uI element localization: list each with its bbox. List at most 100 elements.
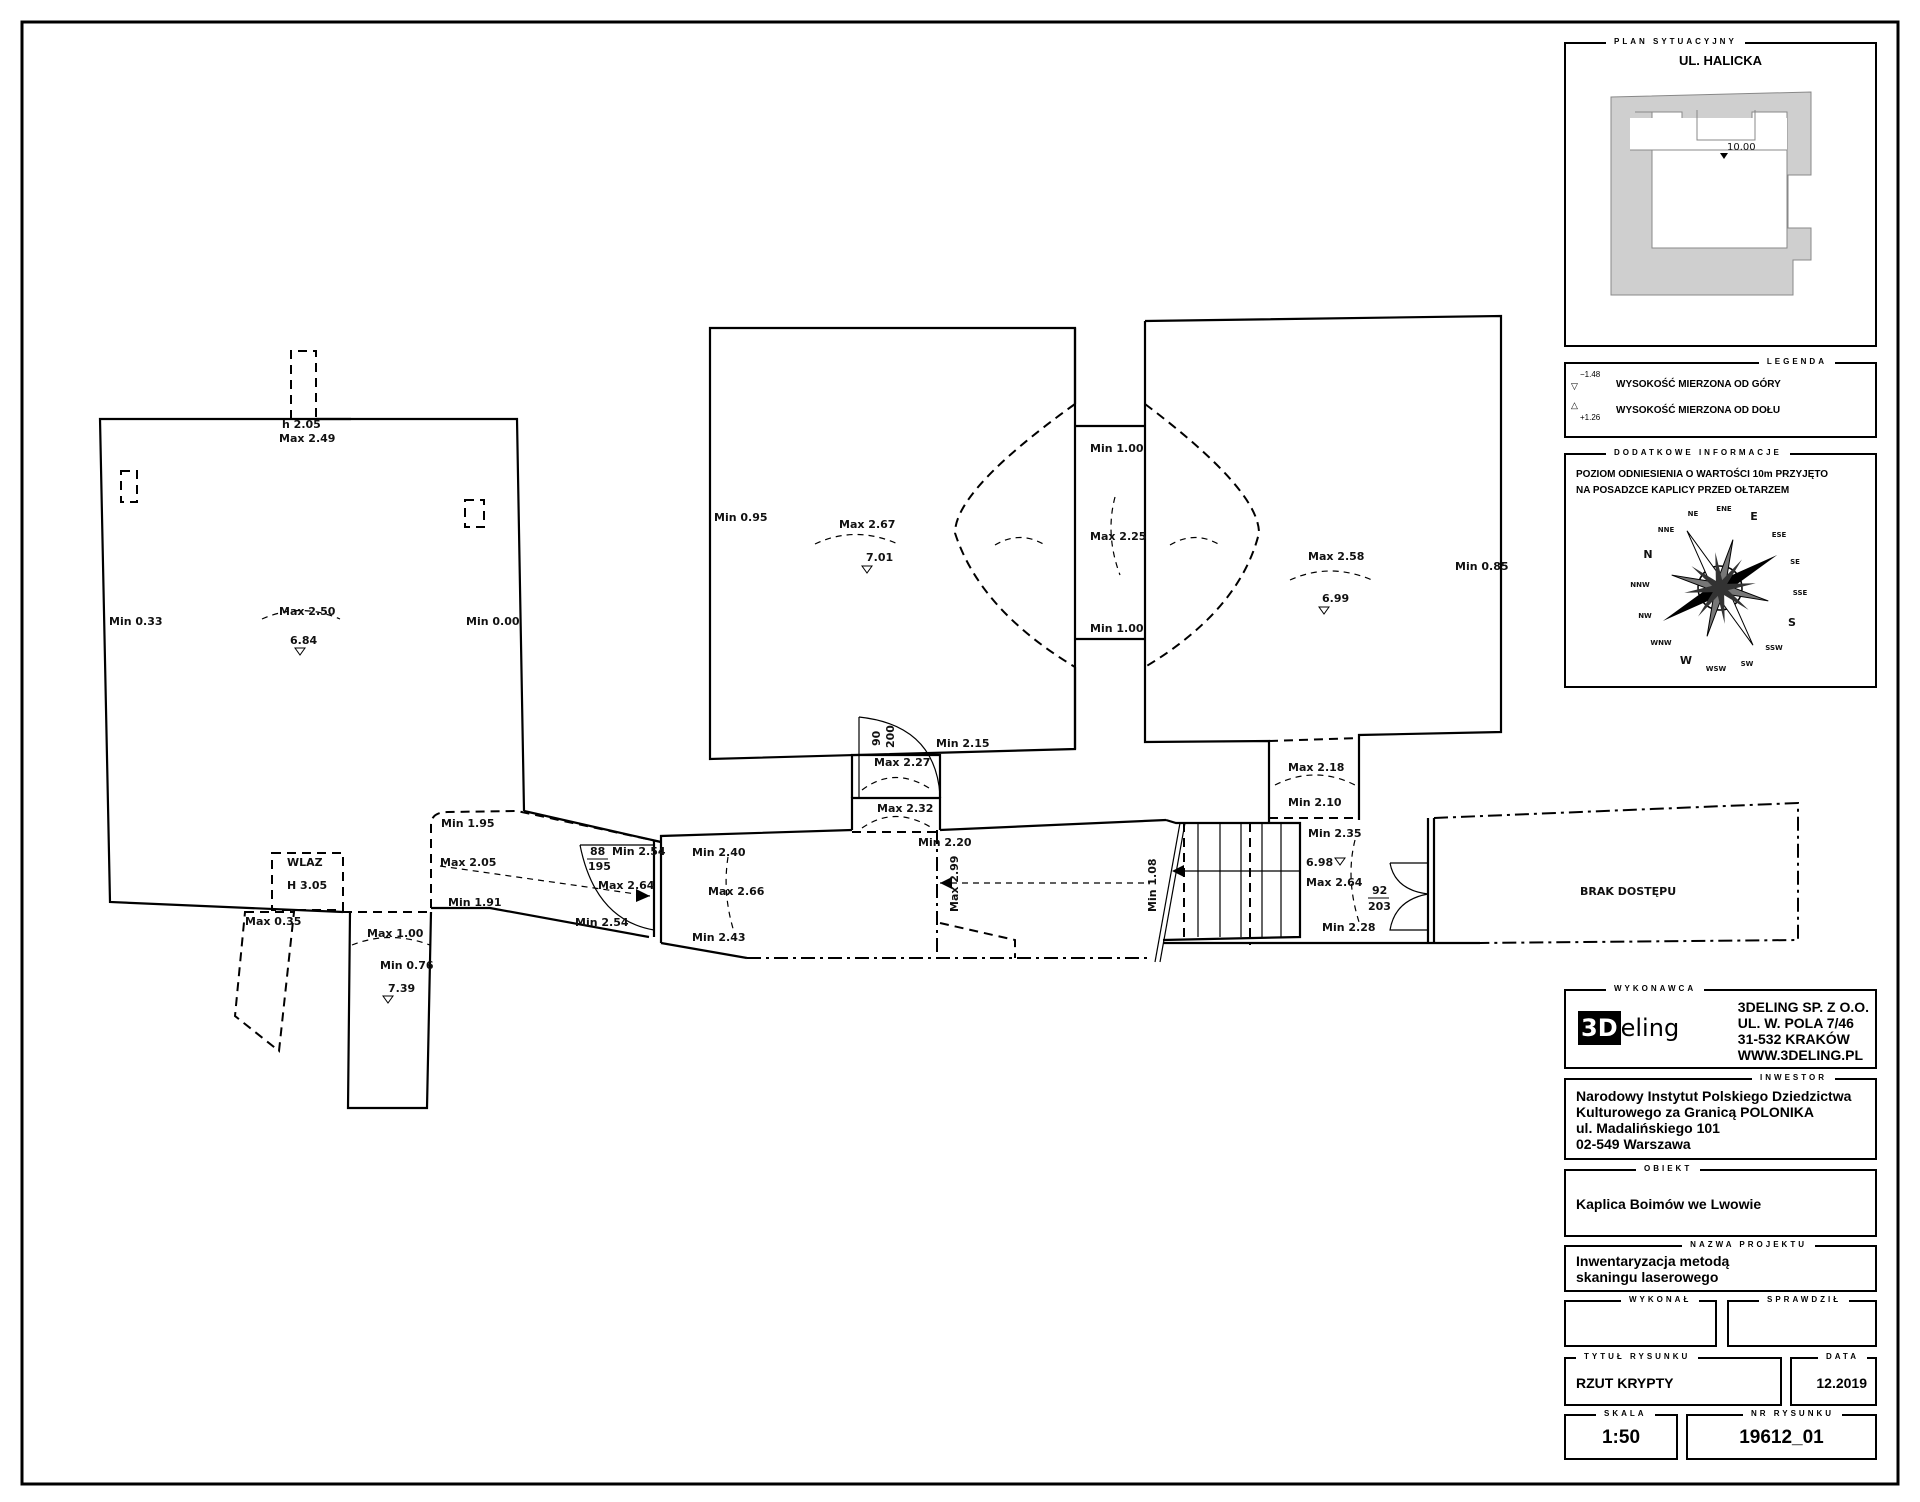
compass-label: ENE	[1716, 505, 1732, 513]
address-line: 3DELING SP. Z O.O.	[1737, 999, 1869, 1015]
label: 7.01	[866, 551, 893, 564]
label: Max 1.00	[367, 927, 424, 940]
project-line-1: Inwentaryzacja metodą	[1576, 1253, 1730, 1269]
compass-label: N	[1643, 548, 1652, 561]
compass-label: ESE	[1772, 531, 1787, 539]
drawing-number-panel: NR RYSUNKU 19612_01	[1686, 1408, 1877, 1460]
investor-panel: INWESTOR Narodowy Instytut Polskiego Dzi…	[1564, 1072, 1877, 1160]
label: Min 1.08	[1146, 858, 1159, 912]
label: Min 2.20	[918, 836, 972, 849]
room-left	[98, 350, 526, 1110]
compass-label: NW	[1638, 612, 1652, 620]
room-middle	[708, 326, 1145, 761]
panel-label: PLAN SYTUACYJNY	[1606, 36, 1745, 48]
label: 200	[884, 725, 897, 748]
compass-label: E	[1750, 510, 1758, 523]
compass-label: NE	[1688, 510, 1699, 518]
compass-label: WSW	[1706, 665, 1727, 673]
label: 203	[1368, 900, 1391, 913]
date-panel: DATA 12.2019	[1790, 1351, 1877, 1406]
triangle-down-icon: ▽	[1571, 381, 1578, 391]
label: 6.99	[1322, 592, 1349, 605]
label: Min 1.00	[1090, 622, 1144, 635]
legend-text: WYSOKOŚĆ MIERZONA OD GÓRY	[1616, 379, 1781, 390]
situation-plan-drawing: 10.00	[1610, 91, 1812, 296]
inaccessible-area	[1433, 801, 1799, 944]
drawing-title: RZUT KRYPTY	[1576, 1375, 1674, 1391]
label: Min 0.00	[466, 615, 520, 628]
label: Min 2.10	[1288, 796, 1342, 809]
measurement-labels: h 2.05 Max 2.49 Min 0.33 Max 2.50 6.84 M…	[109, 418, 1676, 995]
room-east	[1143, 314, 1503, 823]
label: 7.39	[388, 982, 415, 995]
object-panel: OBIEKT Kaplica Boimów we Lwowie	[1564, 1163, 1877, 1237]
info-line-2: NA POSADZCE KAPLICY PRZED OŁTARZEM	[1576, 485, 1790, 496]
compass-label: SSE	[1793, 589, 1808, 597]
panel-label: NR RYSUNKU	[1743, 1408, 1843, 1420]
project-line-2: skaningu laserowego	[1576, 1269, 1719, 1285]
label: Max 0.35	[245, 915, 301, 928]
label: Max 2.50	[279, 605, 336, 618]
compass-label: S	[1788, 616, 1796, 629]
address-line: UL. W. POLA 7/46	[1737, 1015, 1854, 1031]
label: 6.98	[1306, 856, 1333, 869]
label: Max 2.27	[874, 756, 930, 769]
label: Max 2.99	[948, 856, 961, 912]
legend-text: WYSOKOŚĆ MIERZONA OD DOŁU	[1616, 405, 1781, 416]
label: Max 2.32	[877, 802, 933, 815]
compass-rose-icon	[1662, 530, 1778, 646]
panel-label: DATA	[1817, 1351, 1867, 1363]
label: 88	[590, 845, 605, 858]
manhole-wlaz	[271, 852, 344, 911]
compass-labels: N NNE NE ENE E ESE SE SSE S SSW SW WSW W…	[1630, 505, 1807, 673]
panel-label: OBIEKT	[1636, 1163, 1701, 1175]
investor-line: ul. Madalińskiego 101	[1576, 1120, 1720, 1136]
project-panel: NAZWA PROJEKTU Inwentaryzacja metodą ska…	[1564, 1239, 1877, 1292]
label: 92	[1372, 884, 1387, 897]
drawing-number: 19612_01	[1739, 1427, 1824, 1448]
checked-by-panel: SPRAWDZIŁ	[1727, 1294, 1877, 1347]
inaccessible-label: BRAK DOSTĘPU	[1580, 885, 1676, 898]
corridor-central	[659, 716, 1167, 960]
height-marker-icons	[294, 565, 1346, 1004]
label: Min 2.15	[936, 737, 990, 750]
compass-label: SE	[1790, 558, 1800, 566]
date-value: 12.2019	[1816, 1375, 1867, 1391]
panel-label: NAZWA PROJEKTU	[1682, 1239, 1815, 1251]
compass-label: SSW	[1765, 644, 1783, 652]
logo-mark: 3D	[1578, 1011, 1621, 1045]
label: Max 2.49	[279, 432, 335, 445]
address-line: WWW.3DELING.PL	[1737, 1047, 1863, 1063]
panel-label: INWESTOR	[1752, 1072, 1835, 1084]
label: Min 1.91	[448, 896, 502, 909]
label: 195	[588, 860, 611, 873]
stairs	[1154, 801, 1799, 963]
made-by-panel: WYKONAŁ	[1564, 1294, 1717, 1347]
label: Min 2.43	[692, 931, 746, 944]
object-name: Kaplica Boimów we Lwowie	[1576, 1196, 1762, 1212]
compass-label: NNW	[1630, 581, 1650, 589]
compass-label: W	[1680, 654, 1692, 667]
legend-panel: LEGENDA −1.48 ▽ WYSOKOŚĆ MIERZONA OD GÓR…	[1564, 356, 1877, 438]
label: Min 0.76	[380, 959, 434, 972]
label: Min 0.95	[714, 511, 768, 524]
triangle-up-icon: △	[1571, 400, 1578, 410]
level-value: 10.00	[1727, 142, 1756, 153]
panel-label: SKALA	[1596, 1408, 1655, 1420]
situation-plan-panel: PLAN SYTUACYJNY UL. HALICKA	[1564, 36, 1877, 347]
compass-label: SW	[1741, 660, 1754, 668]
label: Max 2.25	[1090, 530, 1146, 543]
label: Min 0.85	[1455, 560, 1509, 573]
label: Max 2.64	[598, 879, 655, 892]
label: Min 2.54	[612, 845, 666, 858]
scale-panel: SKALA 1:50	[1564, 1408, 1678, 1460]
label: Max 2.18	[1288, 761, 1344, 774]
label: 90	[870, 730, 883, 746]
drawing-title-panel: TYTUŁ RYSUNKU RZUT KRYPTY	[1564, 1351, 1782, 1406]
label: Min 2.28	[1322, 921, 1376, 934]
panel-label: LEGENDA	[1758, 356, 1835, 368]
label: Min 0.33	[109, 615, 163, 628]
label: Max 2.64	[1306, 876, 1363, 889]
panel-label: WYKONAŁ	[1621, 1294, 1700, 1306]
